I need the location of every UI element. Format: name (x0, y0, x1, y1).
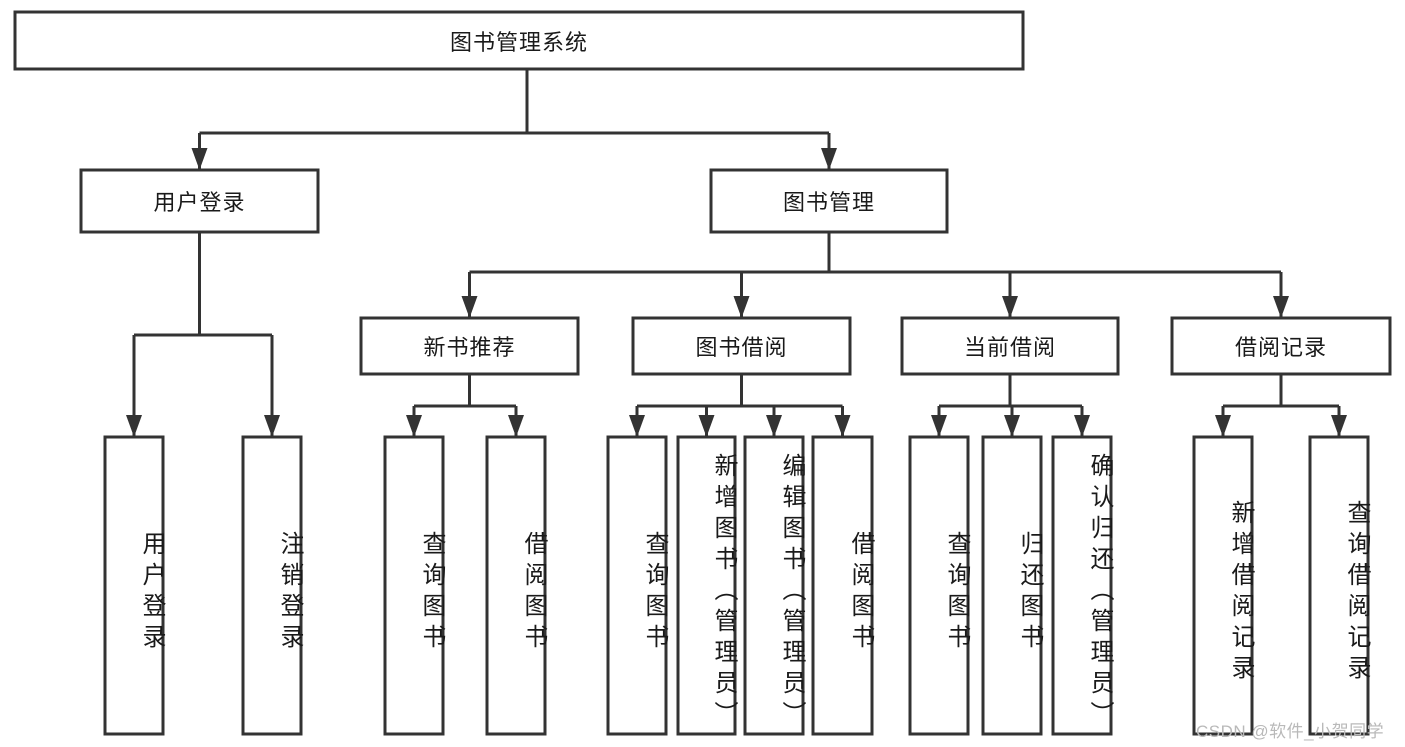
arrow-icon-leaf-query-book-current (931, 415, 947, 437)
arrow-icon-leaf-return-book (1004, 415, 1020, 437)
node-leaf-leaf-user-login[interactable] (103, 435, 165, 736)
node-level2-borrow-record[interactable] (1170, 316, 1392, 376)
node-leaf-leaf-query-record[interactable] (1308, 435, 1370, 736)
node-leaf-leaf-query-book-borrow[interactable] (606, 435, 668, 736)
node-root[interactable] (13, 10, 1025, 71)
node-leaf-leaf-add-book[interactable] (676, 435, 737, 736)
arrow-icon-current-borrow (1002, 296, 1018, 318)
node-leaf-leaf-query-book-recommend[interactable] (383, 435, 445, 736)
node-leaf-leaf-return-book[interactable] (981, 435, 1043, 736)
node-level2-book-borrow[interactable] (631, 316, 852, 376)
arrow-icon-leaf-query-book-borrow (629, 415, 645, 437)
node-leaf-leaf-query-book-current[interactable] (908, 435, 970, 736)
node-level1-user-login[interactable] (79, 168, 320, 234)
node-level2-current-borrow[interactable] (900, 316, 1120, 376)
arrow-icon-user-login (191, 148, 208, 170)
node-box-layer (13, 10, 1392, 736)
arrow-icon-leaf-borrow-book (834, 415, 851, 437)
node-leaf-leaf-logout[interactable] (241, 435, 303, 736)
arrow-icon-leaf-add-book (698, 415, 715, 437)
arrow-icon-leaf-query-record (1331, 415, 1347, 437)
node-level1-book-manage[interactable] (709, 168, 949, 234)
arrow-icon-leaf-user-login (126, 415, 142, 437)
node-leaf-leaf-borrow-book-recommend[interactable] (485, 435, 547, 736)
csdn-watermark: CSDN @软件_小贺同学 (1196, 722, 1385, 741)
arrow-icon-leaf-logout (264, 415, 280, 437)
node-leaf-leaf-confirm-return[interactable] (1051, 435, 1113, 736)
arrow-icon-new-book-recommend (461, 296, 478, 318)
arrow-icon-leaf-add-record (1215, 415, 1231, 437)
node-level2-new-book-recommend[interactable] (359, 316, 580, 376)
node-leaf-leaf-edit-book[interactable] (743, 435, 805, 736)
node-leaf-leaf-add-record[interactable] (1192, 435, 1254, 736)
arrow-icon-book-manage (821, 148, 837, 170)
arrow-icon-borrow-record (1273, 296, 1289, 318)
node-leaf-leaf-borrow-book[interactable] (811, 435, 874, 736)
arrow-icon-book-borrow (733, 296, 750, 318)
arrow-icon-leaf-edit-book (766, 415, 782, 437)
connector-layer (126, 69, 1347, 437)
arrow-icon-leaf-query-book-recommend (406, 415, 422, 437)
arrow-icon-leaf-confirm-return (1074, 415, 1090, 437)
arrow-icon-leaf-borrow-book-recommend (508, 415, 524, 437)
